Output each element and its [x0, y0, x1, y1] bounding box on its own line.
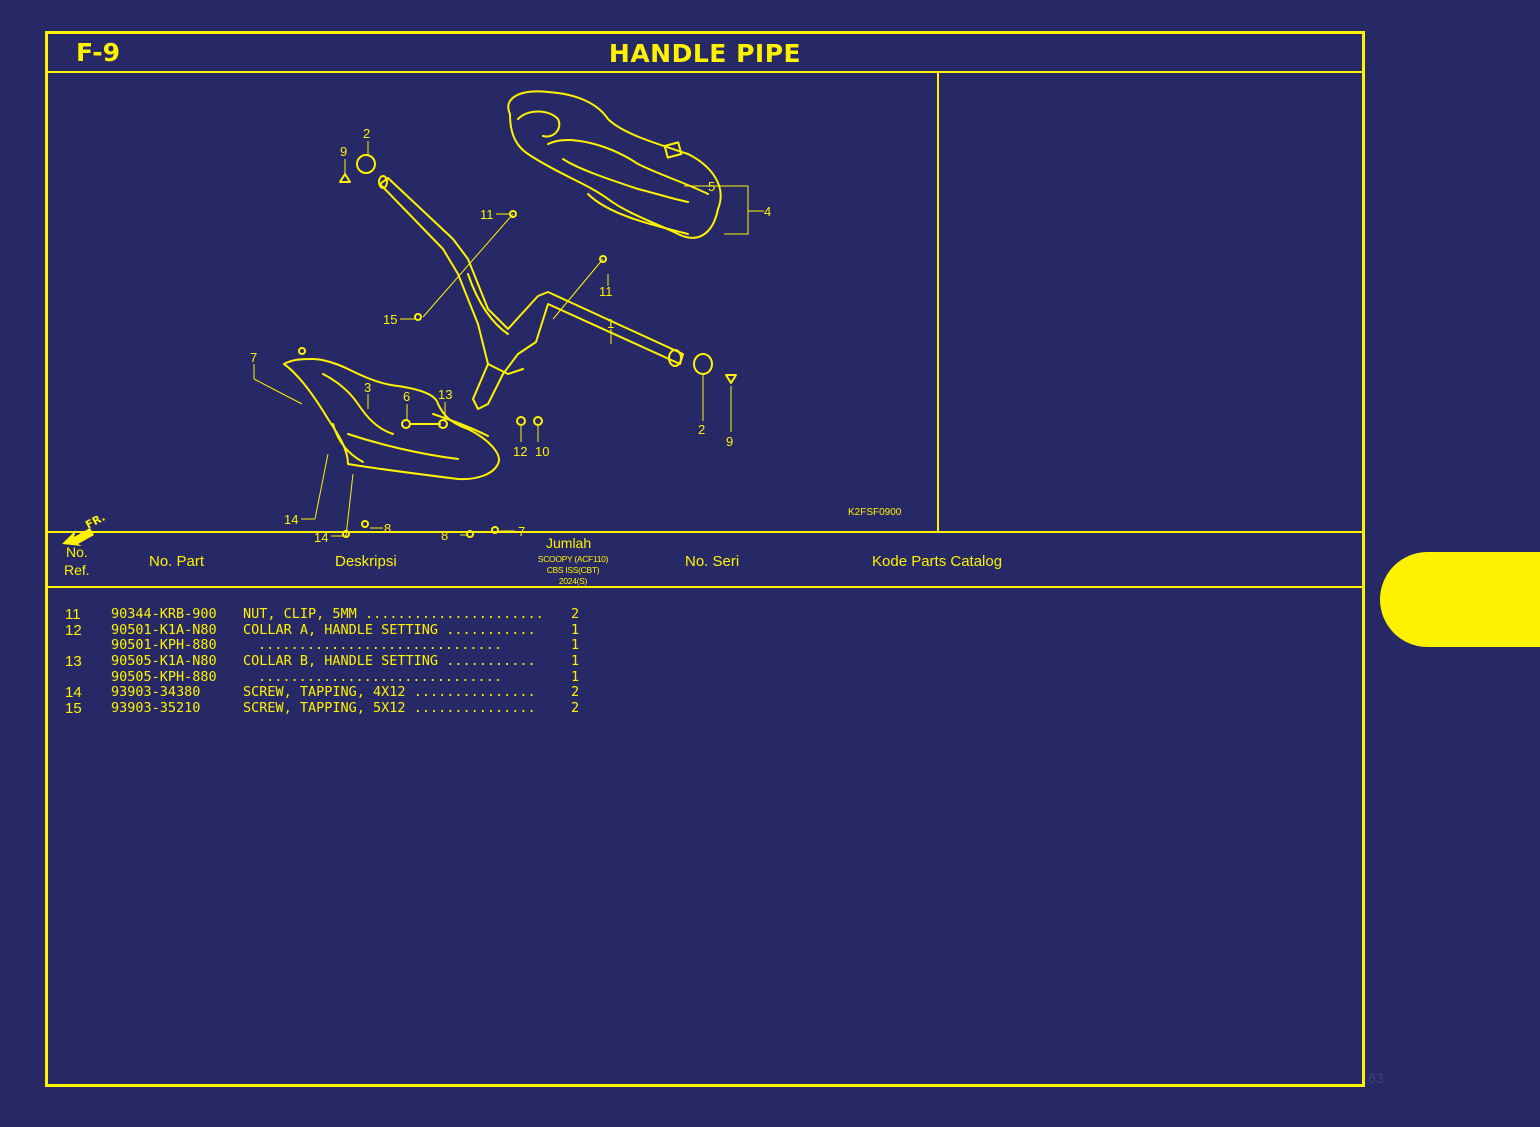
figure-code: K2FSF0900	[848, 507, 902, 518]
row-description: SCREW, TAPPING, 5X12 ...............	[243, 700, 536, 717]
callout-10: 10	[535, 444, 549, 459]
col-ref-line1: No.	[66, 544, 88, 560]
front-label: FR.	[83, 511, 107, 532]
screw-9-left	[339, 173, 351, 183]
table-row: 13 90505-K1A-N80 COLLAR B, HANDLE SETTIN…	[48, 653, 668, 671]
side-page-tab[interactable]	[1380, 552, 1540, 647]
handle-under-cover	[283, 358, 500, 481]
table-row: 14 93903-34380 SCREW, TAPPING, 4X12 ....…	[48, 684, 668, 702]
header-bottom-divider	[48, 586, 1362, 588]
callout-12: 12	[513, 444, 527, 459]
callout-14b: 14	[314, 530, 328, 545]
handle-weight-right	[693, 353, 713, 375]
col-qty-model-3: 2024(S)	[558, 576, 588, 586]
callout-2: 2	[363, 126, 370, 141]
row-quantity: 1	[571, 621, 580, 638]
callout-7b: 7	[518, 524, 525, 539]
callout-3: 3	[364, 380, 371, 395]
col-qty-model-2: CBS ISS(CBT)	[546, 565, 600, 575]
row-description: SCREW, TAPPING, 4X12 ...............	[243, 684, 536, 701]
header-top-divider	[48, 531, 1362, 533]
row-quantity: 1	[571, 668, 580, 685]
row-part-number: 90501-K1A-N80	[111, 621, 217, 638]
callout-13: 13	[438, 387, 452, 402]
row-part-number: 93903-34380	[111, 684, 201, 701]
callout-4: 4	[764, 204, 771, 219]
table-row: 15 93903-35210 SCREW, TAPPING, 5X12 ....…	[48, 700, 668, 718]
callout-8b: 8	[441, 528, 448, 543]
table-row: 11 90344-KRB-900 NUT, CLIP, 5MM ........…	[48, 606, 668, 623]
handle-cover	[507, 90, 722, 239]
emblem-part	[663, 141, 683, 159]
row-description: NUT, CLIP, 5MM ......................	[243, 606, 544, 622]
col-ref-line2: Ref.	[64, 562, 90, 578]
exploded-parts-diagram: 9 2 11 5 4 11 15 1 7 3 6 13 12 10 2 9 14…	[62, 90, 771, 546]
col-serial: No. Seri	[685, 553, 740, 570]
callout-11b: 11	[599, 284, 613, 299]
col-part: No. Part	[149, 553, 205, 570]
row-part-number: 93903-35210	[111, 700, 201, 717]
row-quantity: 1	[571, 637, 580, 654]
callout-1: 1	[607, 316, 614, 331]
page-title: HANDLE PIPE	[608, 39, 802, 68]
callout-14: 14	[284, 512, 298, 527]
col-catalog: Kode Parts Catalog	[872, 553, 1003, 570]
sheet-code: F-9	[76, 38, 121, 67]
row-ref: 15	[65, 700, 82, 718]
row-ref: 14	[65, 684, 82, 702]
title-divider	[48, 71, 1362, 73]
row-quantity: 1	[571, 653, 580, 670]
row-quantity: 2	[571, 684, 580, 701]
front-arrow-icon: FR.	[62, 511, 107, 546]
handle-weight-left	[356, 154, 376, 174]
row-part-number: 90505-K1A-N80	[111, 653, 217, 670]
callout-7: 7	[250, 350, 257, 365]
callout-9b: 9	[726, 434, 733, 449]
table-row: 90505-KPH-880 ..........................…	[48, 669, 668, 685]
callout-2b: 2	[698, 422, 705, 437]
row-ref: 11	[65, 606, 81, 623]
row-description: COLLAR B, HANDLE SETTING ...........	[243, 653, 536, 670]
col-qty-model-1: SCOOPY (ACF110)	[537, 554, 609, 564]
col-desc: Deskripsi	[335, 553, 397, 570]
parts-sheet-frame: F-9 HANDLE PIPE	[45, 31, 1365, 1087]
row-description: ..............................	[258, 668, 502, 685]
table-row: 12 90501-K1A-N80 COLLAR A, HANDLE SETTIN…	[48, 621, 668, 639]
callout-9: 9	[340, 144, 347, 159]
row-part-number: 90344-KRB-900	[111, 606, 217, 622]
callout-6: 6	[403, 389, 410, 404]
handle-pipe	[379, 177, 684, 410]
callout-8: 8	[384, 521, 391, 536]
diagram-divider	[937, 73, 939, 533]
row-quantity: 2	[571, 606, 580, 622]
row-part-number: 90501-KPH-880	[111, 637, 217, 654]
screw-9-right	[725, 374, 737, 384]
row-part-number: 90505-KPH-880	[111, 668, 217, 685]
page-number: 63	[1368, 1070, 1384, 1086]
parts-table: 11 90344-KRB-900 NUT, CLIP, 5MM ........…	[48, 606, 668, 718]
col-qty: Jumlah	[546, 535, 592, 551]
row-description: COLLAR A, HANDLE SETTING ...........	[243, 621, 536, 638]
callout-5: 5	[708, 179, 715, 194]
row-ref: 13	[65, 653, 82, 671]
row-description: ..............................	[258, 637, 502, 654]
table-row: 90501-KPH-880 ..........................…	[48, 637, 668, 653]
row-ref: 12	[65, 621, 82, 639]
row-quantity: 2	[571, 700, 580, 717]
callout-11: 11	[480, 207, 494, 222]
callout-15: 15	[383, 312, 397, 327]
